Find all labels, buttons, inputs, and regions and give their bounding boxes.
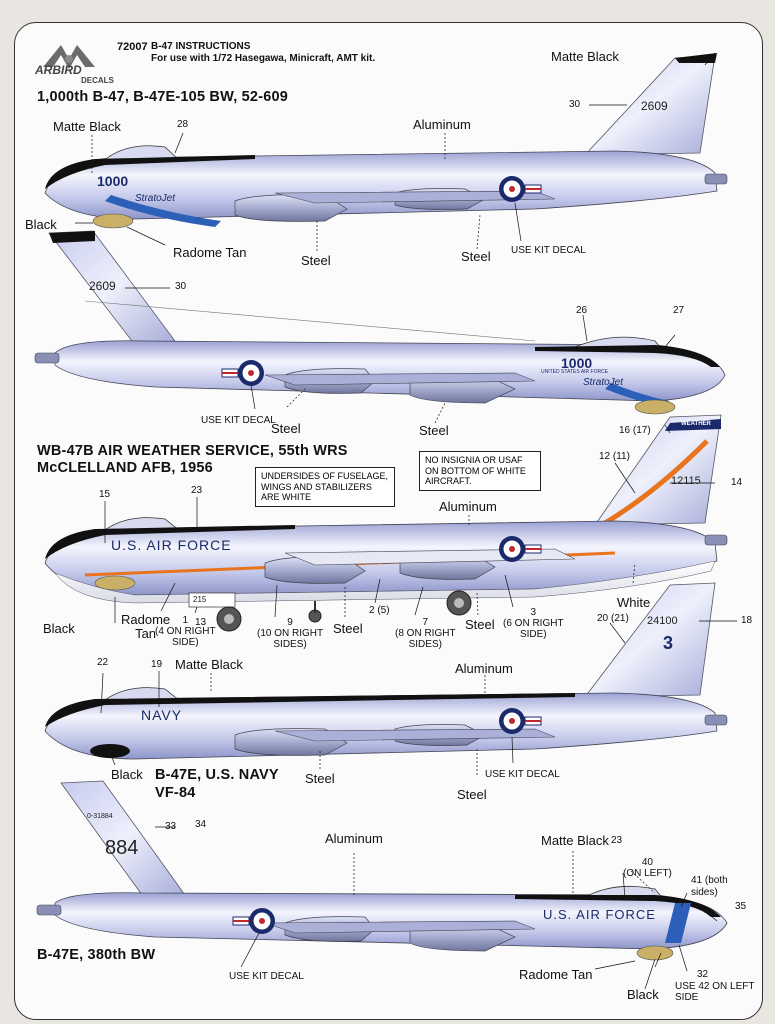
- label-radome-tan: Radome Tan: [173, 245, 247, 260]
- nose-art-number: 1000: [97, 173, 129, 189]
- label-steel: Steel: [457, 787, 487, 802]
- fuselage-text: NAVY: [141, 707, 183, 723]
- label-aluminum: Aluminum: [325, 831, 383, 846]
- logo-text: ARBIRD: [35, 63, 82, 77]
- label-matte-black: Matte Black: [175, 657, 243, 672]
- profile2-aircraft: [34, 230, 726, 415]
- callout-35: 35: [735, 901, 747, 912]
- callout-26: 26: [576, 305, 588, 316]
- callout-19: 19: [151, 659, 163, 670]
- note-underside-white: UNDERSIDES OF FUSELAGE, WINGS AND STABIL…: [255, 467, 395, 507]
- profile3-heading: WB-47B AIR WEATHER SERVICE, 55th WRS: [37, 443, 348, 459]
- label-matte-black: Matte Black: [53, 119, 121, 134]
- callout-40: 40 (ON LEFT): [623, 857, 672, 879]
- callout-7: 7 (8 ON RIGHT SIDES): [395, 617, 456, 650]
- tail-serial: 0-31884: [87, 813, 113, 820]
- profile4-aircraft: [44, 582, 728, 760]
- note-no-insignia: NO INSIGNIA OR USAF ON BOTTOM OF WHITE A…: [419, 451, 541, 491]
- tail-number: 2609: [89, 279, 116, 293]
- logo-subtext: DECALS: [81, 76, 114, 85]
- label-use-kit-decal: USE KIT DECAL: [229, 971, 304, 982]
- profile4-heading: B-47E, U.S. NAVY: [155, 767, 279, 783]
- callout-2: 2 (5): [369, 605, 390, 616]
- tail-number: 2609: [641, 99, 668, 113]
- callout-14: 14: [731, 477, 743, 488]
- callout-34: 34: [195, 819, 207, 830]
- label-steel: Steel: [419, 423, 449, 438]
- callout-20: 20: [597, 613, 609, 624]
- callout-22: 22: [97, 657, 109, 668]
- profile3-heading-line2: McCLELLAND AFB, 1956: [37, 460, 213, 476]
- label-black: Black: [111, 767, 143, 782]
- callout-28: 28: [177, 119, 189, 130]
- callout-9: 9 (10 ON RIGHT SIDES): [257, 617, 324, 650]
- callout-1: 1 (4 ON RIGHT SIDE): [155, 615, 216, 648]
- profile3-aircraft: [44, 414, 728, 632]
- label-steel: Steel: [465, 617, 495, 632]
- label-black: Black: [25, 217, 57, 232]
- callout-21: (21): [611, 613, 629, 624]
- label-white: White: [617, 595, 651, 610]
- label-aluminum: Aluminum: [413, 117, 471, 132]
- aircraft-artwork: [34, 45, 737, 990]
- nose-art-small-text: UNITED STATES AIR FORCE: [541, 369, 609, 375]
- label-use-kit-decal: USE KIT DECAL: [201, 415, 276, 426]
- tail-band-text: WEATHER: [681, 421, 711, 427]
- warbird-logo: [43, 45, 95, 69]
- callout-16: 16 (17): [619, 425, 651, 436]
- tail-number: 12115: [671, 475, 701, 487]
- tail-big-number: 3: [663, 633, 674, 653]
- label-black: Black: [43, 621, 75, 636]
- profile1-heading: 1,000th B-47, B-47E-105 BW, 52-609: [37, 89, 288, 105]
- gear-door-text: 215: [193, 595, 207, 604]
- profile5-aircraft: [36, 780, 728, 961]
- nose-art-number: 1000: [561, 355, 593, 371]
- label-steel: Steel: [301, 253, 331, 268]
- label-aluminum: Aluminum: [439, 499, 497, 514]
- callout-33: 33: [165, 821, 177, 832]
- callout-15: 15: [99, 489, 111, 500]
- label-use-kit-decal: USE KIT DECAL: [485, 769, 560, 780]
- label-black: Black: [627, 987, 659, 1002]
- callout-12: 12 (11): [599, 451, 630, 462]
- callout-30: 30: [569, 99, 581, 110]
- callout-23: 23: [611, 835, 623, 846]
- label-steel: Steel: [461, 249, 491, 264]
- callout-13: 13: [195, 617, 207, 628]
- callout-41: 41 (both sides): [691, 875, 728, 898]
- label-radome-tan: Radome Tan: [121, 612, 171, 641]
- callout-32: 32: [697, 969, 709, 980]
- callout-23: 23: [191, 485, 203, 496]
- tail-number: 24100: [647, 615, 678, 627]
- profile4-heading-line2: VF-84: [155, 785, 196, 801]
- fuselage-text: U.S. AIR FORCE: [111, 537, 232, 553]
- fuselage-text: U.S. AIR FORCE: [543, 907, 656, 922]
- leader-lines: [75, 52, 737, 990]
- profile5-heading: B-47E, 380th BW: [37, 947, 156, 963]
- callout-3: 3 (6 ON RIGHT SIDE): [503, 607, 564, 640]
- nose-art-script: StratoJet: [135, 193, 176, 204]
- sheet-title: B-47 INSTRUCTIONS: [151, 41, 251, 52]
- callout-27: 27: [673, 305, 685, 316]
- label-radome-tan: Radome Tan: [519, 967, 593, 982]
- callout-42: USE 42 ON LEFT SIDE: [675, 981, 755, 1003]
- label-matte-black: Matte Black: [551, 49, 619, 64]
- instruction-sheet: ARBIRD DECALS 72007 B-47 INSTRUCTIONS Fo…: [14, 22, 763, 1020]
- product-code: 72007: [117, 41, 148, 53]
- label-matte-black: Matte Black: [541, 833, 609, 848]
- sheet-subtitle: For use with 1/72 Hasegawa, Minicraft, A…: [151, 53, 376, 64]
- label-steel: Steel: [333, 621, 363, 636]
- tail-big-number: 884: [105, 837, 139, 859]
- label-steel: Steel: [271, 421, 301, 436]
- profile1-aircraft: [44, 53, 728, 229]
- callout-18: 18: [741, 615, 753, 626]
- callout-30: 30: [175, 281, 187, 292]
- nose-art-script: StratoJet: [583, 377, 624, 388]
- label-use-kit-decal: USE KIT DECAL: [511, 245, 586, 256]
- label-aluminum: Aluminum: [455, 661, 513, 676]
- label-steel: Steel: [305, 771, 335, 786]
